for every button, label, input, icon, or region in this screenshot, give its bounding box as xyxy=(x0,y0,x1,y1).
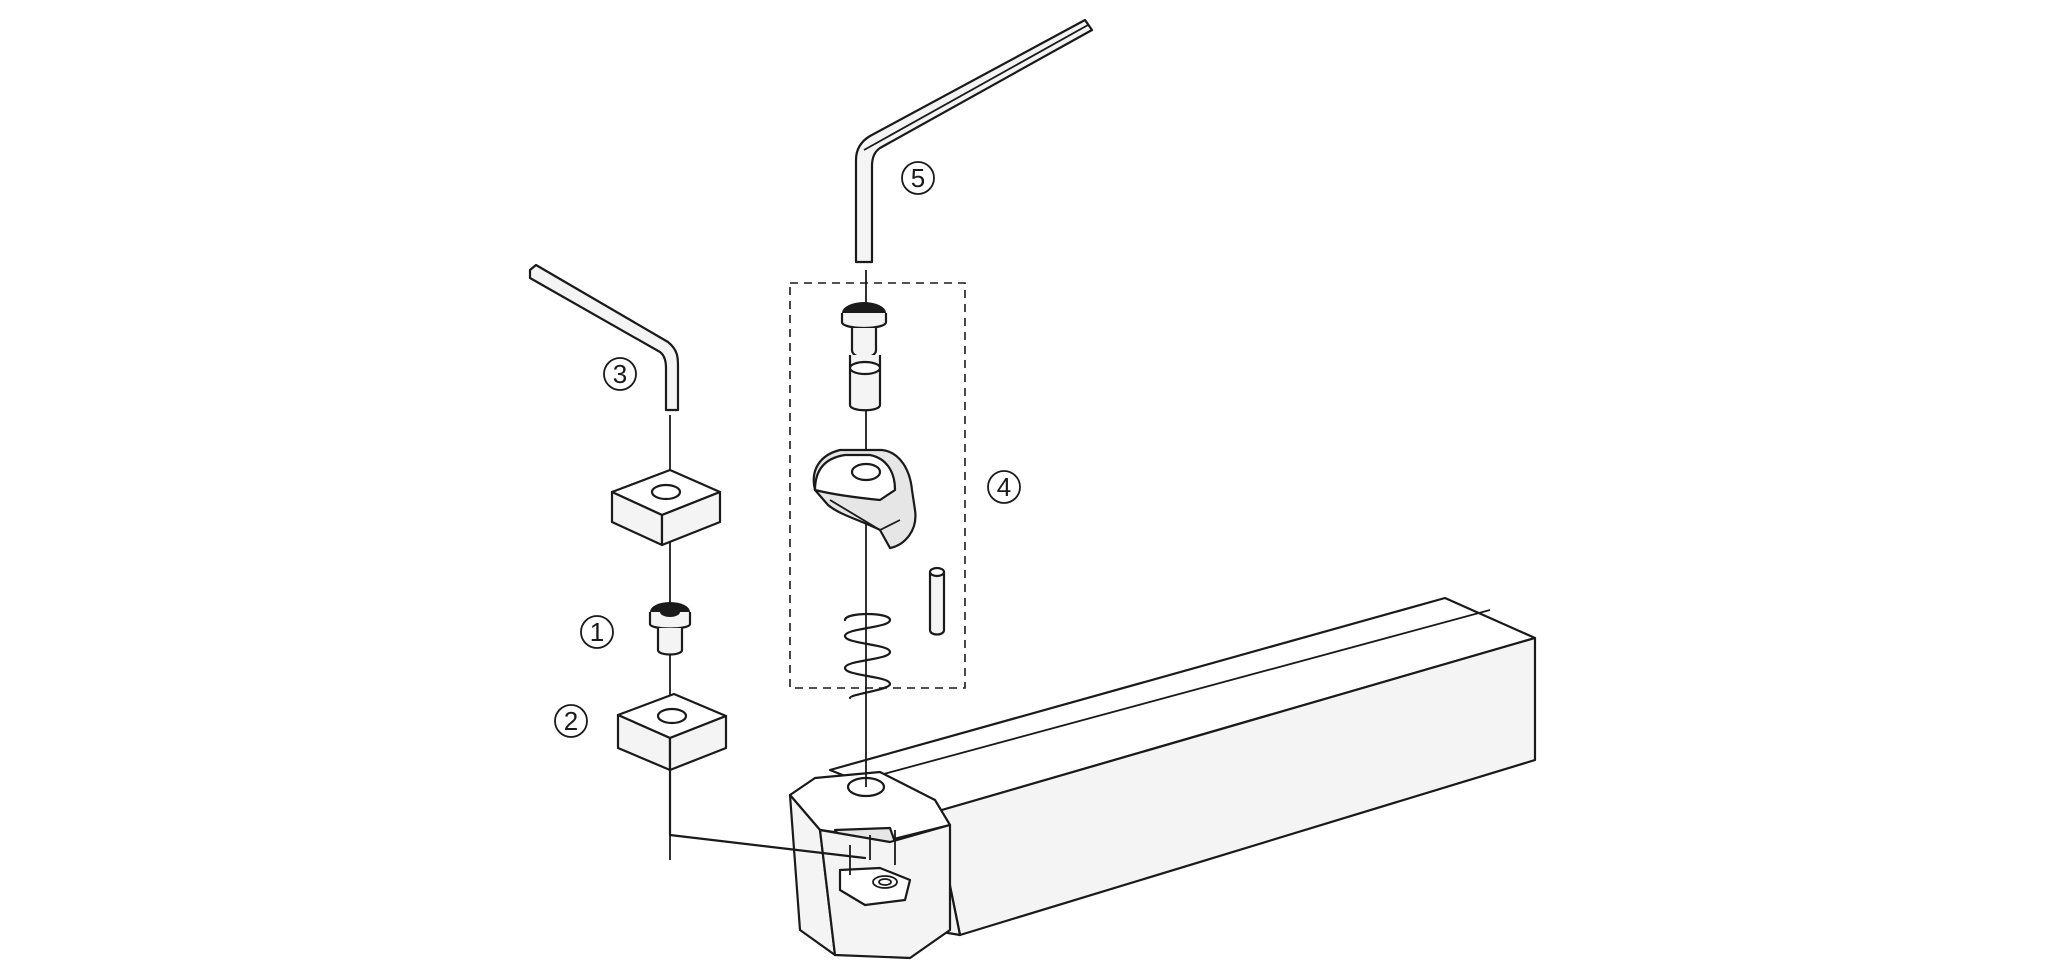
pocket-screw-hole xyxy=(872,875,898,889)
pin xyxy=(928,566,946,636)
callout-5: 5 xyxy=(901,161,935,195)
callout-3: 3 xyxy=(603,357,637,391)
callout-2: 2 xyxy=(554,704,588,738)
hex-key-large xyxy=(854,18,1094,264)
clamp-screw xyxy=(840,302,888,412)
shim-screw xyxy=(648,602,692,656)
clamp-set-group-box xyxy=(789,282,966,689)
callout-4-label: 4 xyxy=(997,472,1011,502)
callout-2-label: 2 xyxy=(564,706,578,736)
callout-4: 4 xyxy=(987,470,1021,504)
clamp xyxy=(812,448,917,550)
callout-5-label: 5 xyxy=(911,163,925,193)
spring xyxy=(843,612,892,700)
callout-1-label: 1 xyxy=(590,617,604,647)
tool-holder-head xyxy=(788,770,952,960)
callout-1: 1 xyxy=(580,615,614,649)
hex-key-small xyxy=(528,263,680,412)
callout-3-label: 3 xyxy=(613,359,627,389)
shim xyxy=(616,692,728,772)
upper-square-part xyxy=(610,468,722,547)
